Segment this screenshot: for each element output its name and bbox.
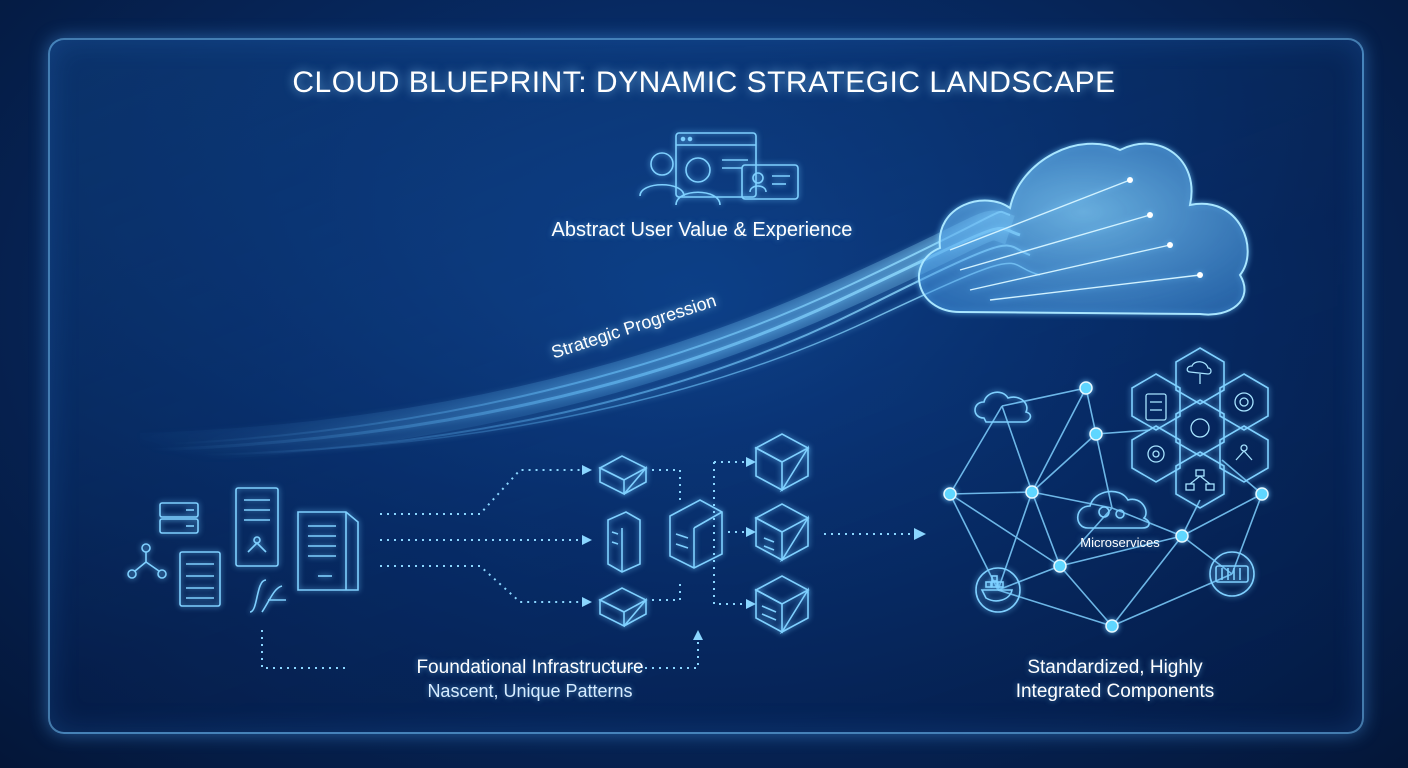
foundational-title: Foundational Infrastructure bbox=[416, 657, 644, 678]
server-cabinet-icon bbox=[297, 511, 359, 591]
network-nodes bbox=[943, 381, 1269, 633]
module-box-center bbox=[669, 499, 723, 569]
cube-middle bbox=[754, 503, 810, 563]
server-rack-icon bbox=[179, 551, 221, 607]
user-value-label: Abstract User Value & Experience bbox=[551, 219, 853, 241]
network-node-icon bbox=[127, 543, 167, 579]
cloud-icon bbox=[917, 142, 1249, 316]
cube-bottom bbox=[754, 575, 810, 635]
microservices-label: Microservices bbox=[1080, 535, 1160, 550]
standardized-line2: Integrated Components bbox=[1015, 681, 1215, 702]
server-icon-small bbox=[159, 502, 199, 534]
microservices-cloud-icon bbox=[1076, 490, 1150, 529]
standardized-line1: Standardized, Highly bbox=[1027, 657, 1203, 678]
storage-icon bbox=[1209, 551, 1255, 597]
page-title: CLOUD BLUEPRINT: DYNAMIC STRATEGIC LANDS… bbox=[292, 66, 1116, 99]
function-icon bbox=[249, 579, 286, 613]
module-box-bottom bbox=[598, 587, 648, 628]
module-box-top bbox=[598, 455, 648, 496]
foundational-subtitle: Nascent, Unique Patterns bbox=[427, 681, 633, 701]
server-tower-icon bbox=[235, 487, 279, 567]
hex-inner-icons bbox=[1145, 361, 1254, 491]
cloud-node-icon bbox=[974, 391, 1032, 423]
users-profile-icon bbox=[639, 132, 799, 206]
cube-top bbox=[754, 433, 810, 493]
arrowheads bbox=[582, 457, 926, 640]
docker-icon bbox=[975, 567, 1021, 613]
service-hex-cluster bbox=[1131, 347, 1269, 509]
flow-arrows bbox=[261, 461, 912, 669]
module-box-middle bbox=[607, 511, 641, 573]
